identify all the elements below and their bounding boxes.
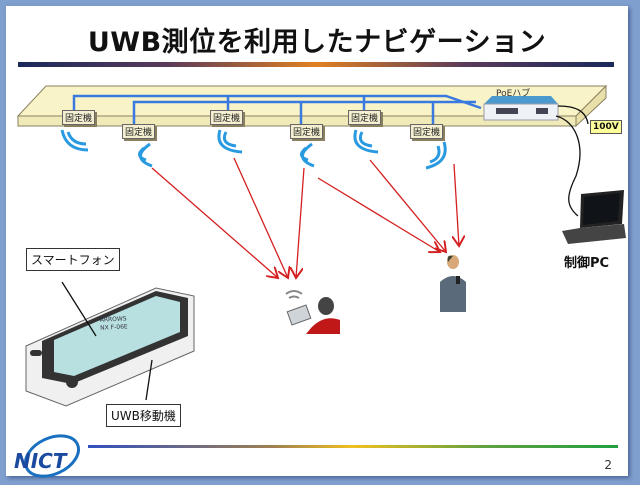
smartphone-label: スマートフォン (26, 248, 120, 271)
signal-arrows (151, 157, 459, 278)
logo-text: NICT (14, 449, 68, 473)
fixed-station-4: 固定機 (290, 124, 324, 139)
power-cable (557, 105, 589, 125)
signal-waves (60, 129, 447, 170)
fixed-station-2: 固定機 (122, 124, 156, 139)
control-pc-label: 制御PC (564, 256, 610, 271)
title-divider (18, 62, 614, 67)
pc-cable (555, 115, 581, 217)
poe-hub-label: PoEハブ (496, 89, 531, 99)
poe-hub (483, 96, 559, 121)
fixed-station-6: 固定機 (410, 124, 444, 139)
uwb-device-illustration (25, 287, 195, 407)
page-number: 2 (604, 458, 612, 472)
tablet-user-figure (285, 290, 340, 334)
device-model-text: ARROWS NX F-06E (100, 315, 128, 332)
power-label: 100V (590, 120, 622, 134)
slide: UWB測位を利用したナビゲーション (6, 6, 628, 478)
mobile-unit-pointer (145, 359, 153, 401)
smartphone-pointer (61, 281, 97, 337)
fixed-station-1: 固定機 (62, 110, 96, 125)
uwb-mobile-unit-label: UWB移動機 (106, 404, 181, 427)
phone-user-figure (440, 255, 466, 312)
device-text-line2: NX F-06E (100, 323, 128, 332)
navigation-diagram (16, 84, 626, 407)
control-pc-illustration (562, 190, 626, 244)
footer-divider (88, 445, 618, 448)
fixed-station-3: 固定機 (210, 110, 244, 125)
slide-title: UWB測位を利用したナビゲーション (87, 27, 547, 58)
nict-logo: NICT (14, 434, 80, 478)
fixed-station-5: 固定機 (348, 110, 382, 125)
lan-cables (72, 94, 482, 124)
